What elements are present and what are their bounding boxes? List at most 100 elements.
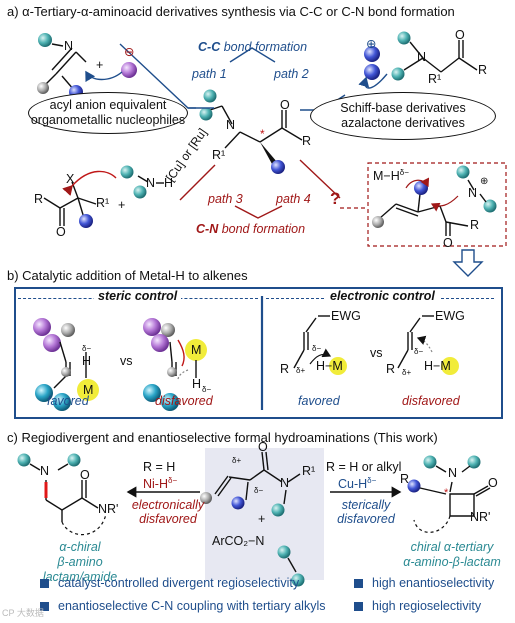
- mh-delta: δ−: [399, 168, 409, 177]
- electronic-favored: favored: [298, 394, 340, 408]
- path-1-label: path 1: [192, 67, 227, 81]
- steric-control-title: steric control: [94, 289, 182, 303]
- right-product-line2: α-amino-β-lactam: [403, 555, 501, 569]
- b3-hm: H−M: [316, 359, 343, 373]
- cn-bond-label: C-N bond formation: [196, 222, 305, 236]
- center-amino-acid: [209, 105, 303, 149]
- plus-sign-2: +: [118, 198, 126, 212]
- left-product-label: α-chiral β-amino lactam/amide: [20, 540, 140, 585]
- c-reagent: ArCO₂−N: [212, 534, 265, 548]
- section-c-title: c) Regiodivergent and enantioselective f…: [7, 430, 438, 445]
- bullet-text: high regioselectivity: [372, 599, 482, 613]
- bullet-text: catalyst-controlled divergent regioselec…: [58, 576, 300, 590]
- b4-ewg: EWG: [435, 309, 465, 323]
- path4-dashed-box: [367, 162, 507, 247]
- bullet-regioselectivity: high regioselectivity: [354, 599, 481, 613]
- right-prod-nr: NR': [470, 510, 491, 524]
- c-plus: +: [258, 512, 266, 526]
- ketone-r-label: R: [34, 192, 44, 206]
- b3-dminus: δ−: [312, 344, 322, 353]
- section-a-title: a) α-Tertiary-α-aminoacid derivatives sy…: [7, 4, 455, 19]
- bullet-divergent-regioselectivity: catalyst-controlled divergent regioselec…: [40, 576, 299, 590]
- c-substrate-r1: R¹: [302, 464, 316, 478]
- right-catalyst-delta: δ−: [367, 476, 377, 485]
- right-pill-line2: azalactone derivatives: [341, 116, 465, 130]
- path-3-label: path 3: [208, 192, 243, 206]
- left-pill-line1: acyl anion equivalent: [49, 98, 167, 112]
- purple-nucleophile: [121, 62, 137, 78]
- left-pill: acyl anion equivalent organometallic nuc…: [28, 92, 188, 134]
- bullet-square-icon: [354, 601, 363, 611]
- bullet-text: high enantioselectivity: [372, 576, 495, 590]
- ketone-r1-label: R¹: [96, 196, 110, 210]
- yellow-metal-highlight: [77, 379, 99, 401]
- schiff-r-label: R: [478, 63, 488, 77]
- c-dminus: δ−: [254, 486, 264, 495]
- left-prod-o: O: [80, 468, 90, 482]
- path-4-label: path 4: [276, 192, 311, 206]
- right-note-line1: sterically: [341, 498, 391, 512]
- anion-charge: ⊖: [124, 45, 135, 59]
- left-condition: R = H: [143, 460, 176, 474]
- leaving-group-x: X: [66, 172, 75, 186]
- right-pill-line1: Schiff-base derivatives: [340, 101, 466, 115]
- right-pill: Schiff-base derivatives azalactone deriv…: [310, 92, 496, 140]
- c-dplus: δ+: [232, 456, 242, 465]
- amine-n-label: N: [146, 176, 156, 190]
- svg-text:*: *: [444, 487, 449, 499]
- right-catalyst: Cu-Hδ−: [338, 476, 376, 491]
- schiff-n-label: N: [417, 50, 427, 64]
- mh-label: M−Hδ−: [373, 168, 409, 183]
- b4-dminus: δ−: [414, 347, 424, 356]
- bullet-enantioselectivity: high enantioselectivity: [354, 576, 494, 590]
- center-o-label: O: [280, 98, 290, 112]
- bullet-text: enantioselective C-N coupling with terti…: [58, 599, 326, 613]
- right-prod-o: O: [488, 476, 498, 490]
- bullet-square-icon: [40, 578, 49, 588]
- right-product-line1: chiral α-tertiary: [410, 540, 494, 554]
- bullet-square-icon: [40, 601, 49, 611]
- center-n-label: N: [226, 118, 236, 132]
- left-note-line1: electronically: [131, 498, 205, 512]
- enone-o-label: O: [443, 236, 453, 250]
- steric-favored: favored: [47, 394, 89, 408]
- teal-sphere-a1: [38, 33, 52, 47]
- down-arrow-icon: [452, 249, 484, 277]
- svg-text:*: *: [260, 127, 265, 141]
- left-pill-line2: organometallic nucleophiles: [30, 113, 186, 127]
- iminium-charge: ⊕: [480, 176, 489, 187]
- steric-disfavored: disfavored: [155, 394, 213, 408]
- cation-charge: ⊕: [366, 37, 377, 51]
- b-vs-1: vs: [120, 354, 133, 368]
- blue-electrophile: [364, 64, 380, 80]
- b2-dminus: δ−: [202, 385, 212, 394]
- cc-bond-rest: bond formation: [223, 40, 308, 54]
- left-note: electronically disfavored: [128, 498, 208, 526]
- b2-m: M: [191, 343, 202, 357]
- right-condition: R = H or alkyl: [326, 460, 402, 474]
- b3-dplus: δ+: [296, 366, 306, 375]
- left-prod-nr: NR': [98, 502, 119, 516]
- acyl-anion-structure: [43, 47, 87, 91]
- cc-bond-bold: C-C: [198, 40, 221, 54]
- b3-ewg: EWG: [331, 309, 361, 323]
- electronic-disfavored: disfavored: [402, 394, 460, 408]
- right-product-label: chiral α-tertiary α-amino-β-lactam: [392, 540, 512, 570]
- right-note-line2: disfavored: [337, 512, 395, 526]
- section-b-box: [14, 287, 503, 419]
- mh-text: M−H: [373, 169, 400, 184]
- b3-r: R: [280, 362, 290, 376]
- b1-h: H: [82, 354, 92, 368]
- schiff-r1-label: R¹: [428, 72, 442, 86]
- b4-hm: H−M: [424, 359, 451, 373]
- left-prod-n: N: [40, 464, 50, 478]
- bullet-square-icon: [354, 578, 363, 588]
- enone-r-label: R: [470, 218, 480, 232]
- b2-h: H: [192, 377, 202, 391]
- section-b-title: b) Catalytic addition of Metal-H to alke…: [7, 268, 248, 283]
- center-r-label: R: [302, 134, 312, 148]
- left-note-line2: disfavored: [139, 512, 197, 526]
- watermark: CP 大数据: [2, 608, 44, 618]
- bullet-cn-coupling: enantioselective C-N coupling with terti…: [40, 599, 325, 613]
